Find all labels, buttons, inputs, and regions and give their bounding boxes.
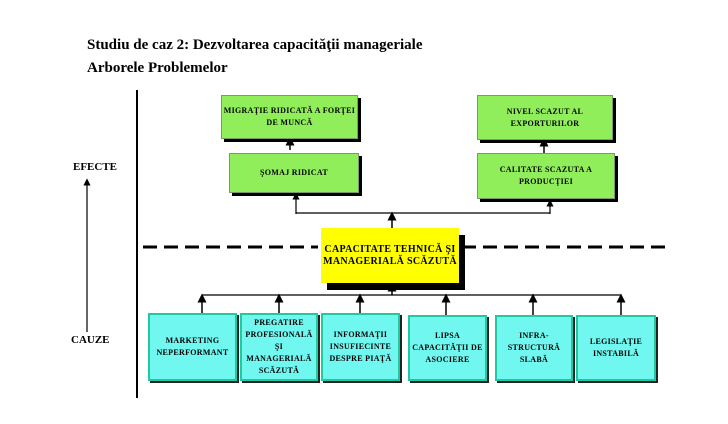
effects-axis-label: EFECTE	[73, 161, 118, 173]
effect-box-calitate: CALITATE SCAZUTA A PRODUCŢIEI	[477, 153, 615, 199]
effect-box-somaj: ŞOMAJ RIDICAT	[229, 153, 359, 193]
effect-box-nivel-exporturi: NIVEL SCAZUT AL EXPORTURILOR	[477, 95, 613, 140]
diagram-subtitle: Arborele Problemelor	[87, 60, 228, 76]
cause-box-asociere: LIPSA CAPACITĂŢII DE ASOCIERE	[408, 315, 487, 381]
diagram-title: Studiu de caz 2: Dezvoltarea capacităţii…	[87, 37, 423, 53]
cause-box-pregatire: PREGATIRE PROFESIONALĂ ŞI MANAGERIALĂ SC…	[240, 313, 318, 381]
causes-axis-label: CAUZE	[71, 334, 110, 346]
cause-box-marketing: MARKETING NEPERFORMANT	[148, 313, 237, 381]
cause-box-legislatie: LEGISLAŢIE INSTABILĂ	[576, 315, 656, 381]
cause-box-infrastructura: INFRA-STRUCTURĂ SLABĂ	[495, 315, 573, 381]
effects-branch-line	[295, 212, 551, 214]
core-problem-box: CAPACITATE TEHNICĂ ŞI MANAGERIALĂ SCĂZUT…	[321, 228, 459, 283]
cause-box-informatii: INFORMAŢII INSUFIECINTE DESPRE PIAŢĂ	[321, 313, 400, 381]
effect-box-migratie: MIGRAŢIE RIDICATĂ A FORŢEI DE MUNCĂ	[221, 95, 358, 139]
